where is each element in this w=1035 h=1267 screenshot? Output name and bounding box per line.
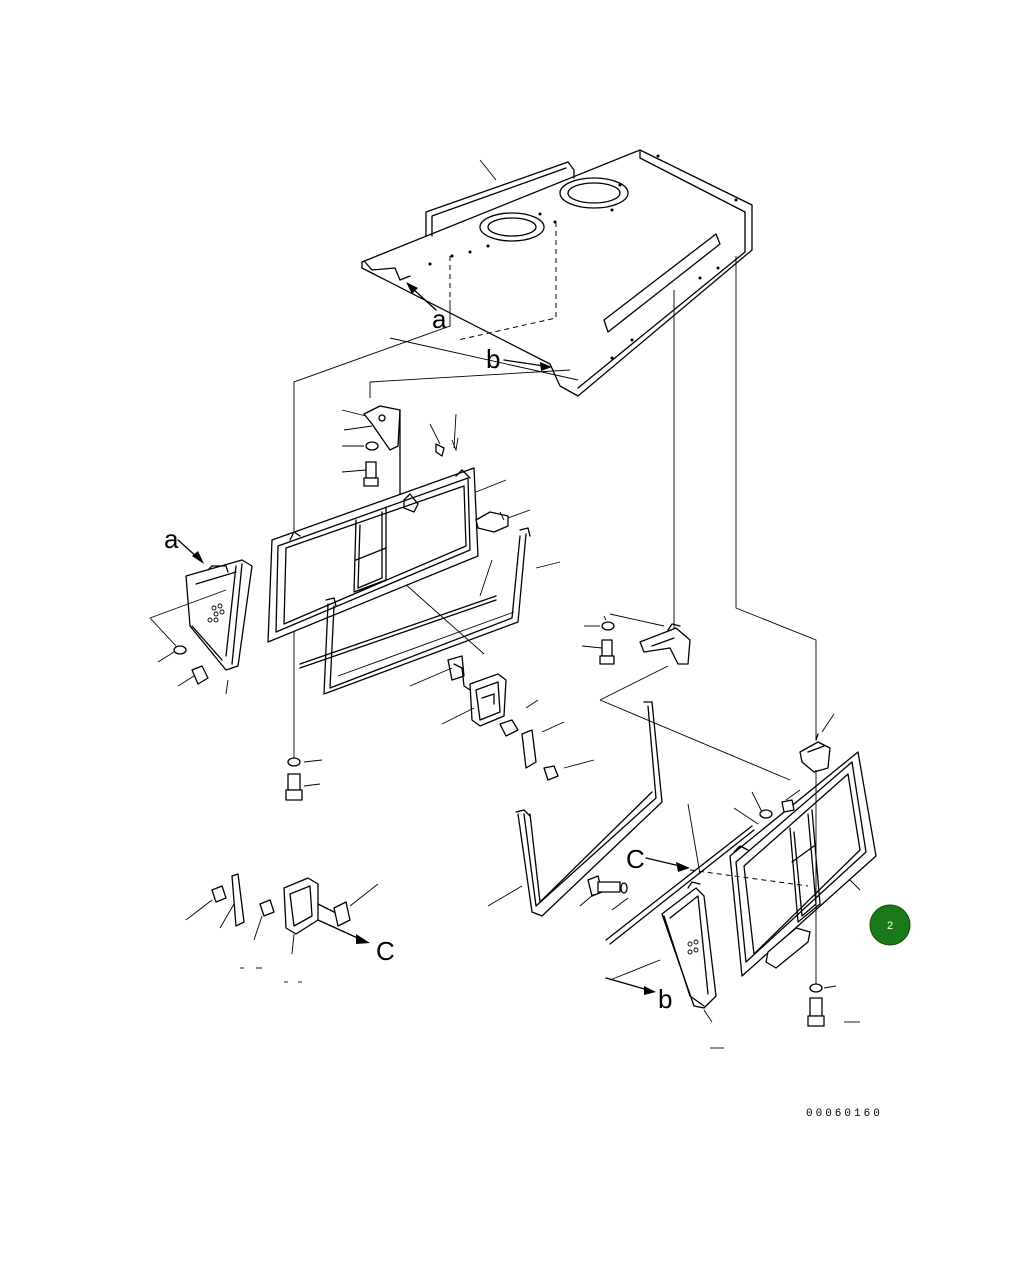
corner-bracket-left bbox=[149, 559, 253, 695]
label-b-bottom: b bbox=[658, 984, 672, 1014]
callout-b-bottom: b bbox=[605, 977, 672, 1014]
seal-strip bbox=[299, 559, 497, 669]
label-b-top: b bbox=[486, 344, 500, 374]
lock-detail-c: C bbox=[185, 873, 395, 983]
bolt-lower-right bbox=[807, 983, 860, 1027]
hinge-bracket-upper bbox=[341, 405, 401, 507]
hinge-bracket-right bbox=[799, 713, 835, 986]
callout-c-right: C bbox=[626, 844, 809, 887]
window-frame-left bbox=[267, 467, 479, 643]
callout-a-left: a bbox=[164, 524, 204, 564]
connector-lines bbox=[293, 256, 817, 781]
drawing-code: 00060160 bbox=[806, 1108, 883, 1120]
corner-bracket-right bbox=[609, 881, 724, 1049]
frame-fasteners bbox=[751, 789, 801, 819]
bolt-lower-left bbox=[285, 757, 323, 801]
label-a-left: a bbox=[164, 524, 179, 554]
callout-a-top: a bbox=[406, 282, 447, 334]
label-c-right: C bbox=[626, 844, 645, 874]
lock-assembly bbox=[409, 655, 595, 781]
roof-panel bbox=[361, 149, 753, 397]
bolt-lower-center bbox=[579, 875, 629, 911]
bracket-vent-holes bbox=[207, 603, 225, 623]
label-c-bottom: C bbox=[376, 936, 395, 966]
page-badge: 2 bbox=[869, 904, 911, 946]
badge-circle bbox=[869, 904, 911, 946]
window-latch bbox=[475, 479, 531, 533]
glass-run-channel-left bbox=[323, 527, 561, 695]
clip-pin bbox=[429, 413, 459, 457]
hinge-bracket-center bbox=[581, 613, 691, 665]
window-frame-right bbox=[729, 751, 877, 977]
label-a-top: a bbox=[432, 304, 447, 334]
bracket-vent-holes-right bbox=[687, 939, 699, 955]
seal-strip-right bbox=[605, 803, 759, 945]
glass-run-channel-right bbox=[487, 701, 663, 917]
badge-number: 2 bbox=[887, 920, 893, 932]
callout-b-top: b bbox=[486, 344, 552, 374]
